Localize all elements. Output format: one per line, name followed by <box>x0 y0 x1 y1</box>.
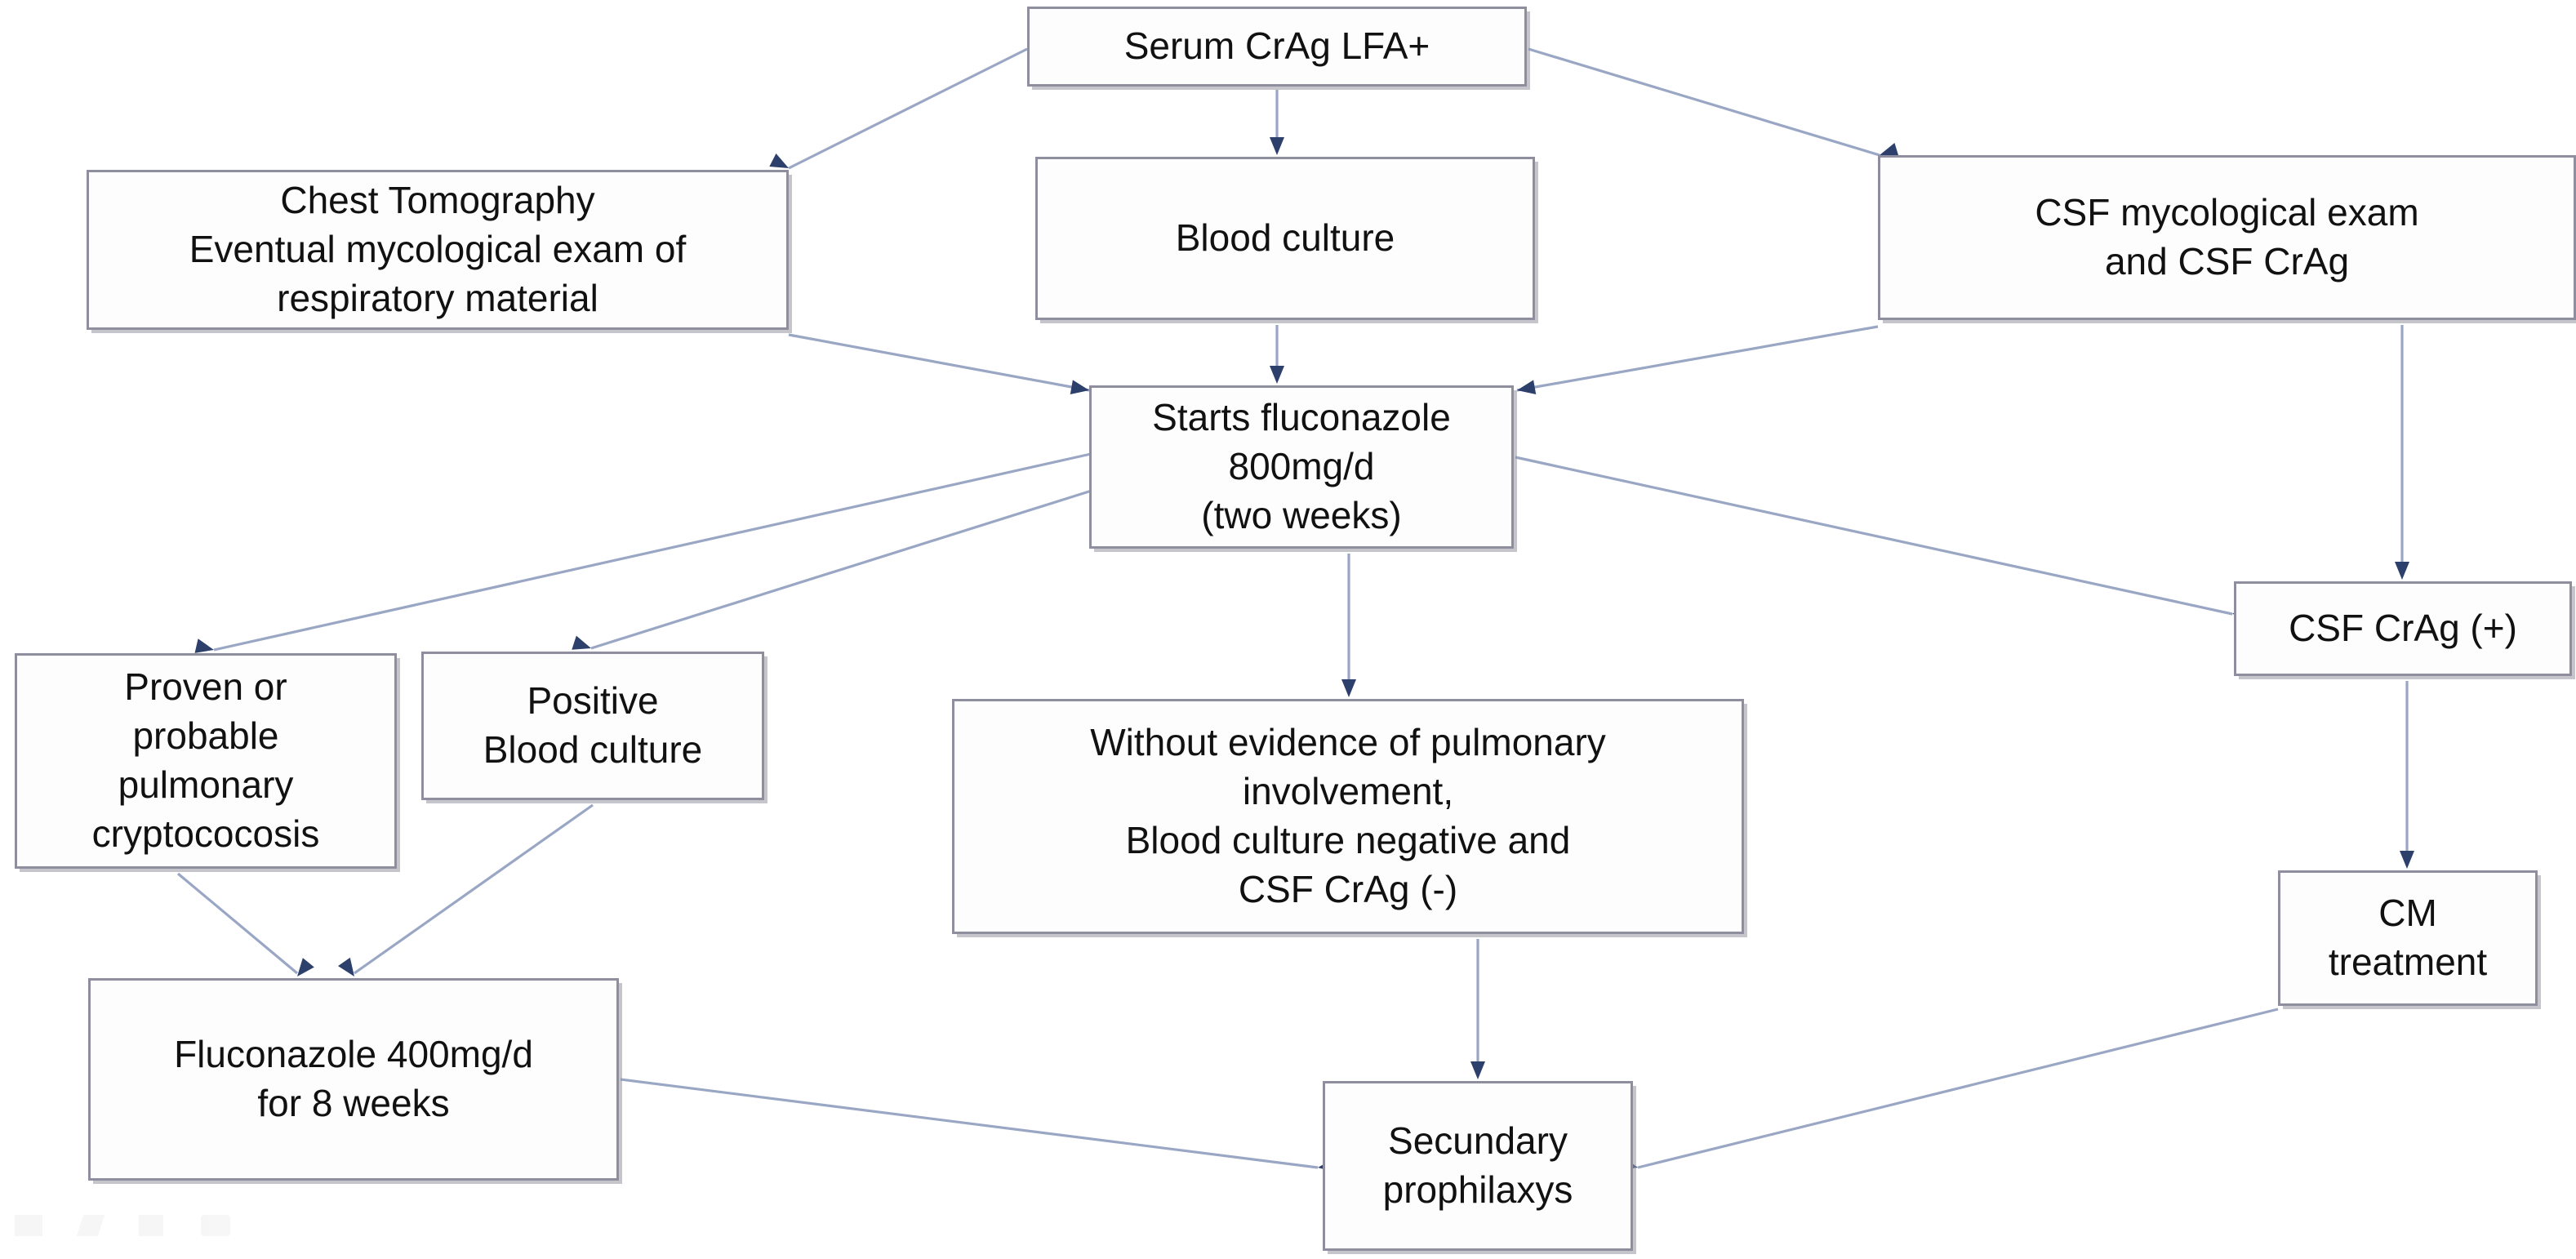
edge-chest-to-fluconazole <box>788 333 1090 395</box>
node-label-line: pulmonary <box>118 763 294 806</box>
edge-path <box>1637 1008 2279 1169</box>
node-label-line: prophilaxys <box>1382 1168 1573 1211</box>
node-csf-mycological-exam-and-csf-crag[interactable]: CSF mycological exam and CSF CrAg <box>1878 155 2576 320</box>
node-label: CSF CrAg (+) <box>2245 604 2561 653</box>
edge-fluconazole-to-positive-bc <box>572 488 1095 650</box>
node-label: CSF mycological exam and CSF CrAg <box>1889 189 2565 287</box>
arrowhead-icon <box>338 957 354 977</box>
watermark-artifacts <box>15 1207 292 1244</box>
arrowhead-icon <box>1341 679 1356 697</box>
edge-csf-exam-to-fluconazole <box>1516 325 1879 395</box>
node-label-line: Serum CrAg LFA+ <box>1123 24 1430 68</box>
node-label-line: (two weeks) <box>1201 493 1402 536</box>
node-label-line: Starts fluconazole <box>1152 396 1451 439</box>
node-label-line: respiratory material <box>277 276 598 319</box>
edge-path <box>620 1078 1319 1169</box>
edge-path <box>788 47 1028 170</box>
node-label-line: Positive <box>527 679 659 723</box>
node-starts-fluconazole-800[interactable]: Starts fluconazole 800mg/d (two weeks) <box>1089 385 1514 549</box>
arrowhead-icon <box>1517 380 1537 395</box>
node-label-line: involvement, <box>1242 770 1454 813</box>
edge-without-evidence-to-prophilaxys <box>1470 939 1485 1079</box>
node-fluconazole-400-for-8-weeks[interactable]: Fluconazole 400mg/d for 8 weeks <box>88 978 619 1181</box>
edge-fluconazole-to-csf-crag-pos <box>1515 456 2252 618</box>
edge-proven-to-fluconazole400 <box>176 872 314 977</box>
arrowhead-icon <box>1270 366 1284 384</box>
node-label-line: Blood culture <box>483 728 703 771</box>
node-label-line: treatment <box>2328 941 2488 983</box>
node-label-line: Proven or <box>124 665 287 709</box>
arrowhead-icon <box>1270 137 1284 155</box>
node-label: Fluconazole 400mg/d for 8 weeks <box>99 1030 608 1128</box>
node-serum-crag-lfa-positive[interactable]: Serum CrAg LFA+ <box>1027 7 1527 87</box>
node-label: Without evidence of pulmonary involvement… <box>963 718 1733 914</box>
node-cm-treatment[interactable]: CM treatment <box>2278 870 2538 1006</box>
edge-serum-to-csf-exam <box>1528 47 1899 158</box>
arrowhead-icon <box>2395 562 2409 580</box>
node-csf-crag-positive[interactable]: CSF CrAg (+) <box>2234 581 2572 676</box>
edge-serum-to-blood-culture <box>1270 90 1284 155</box>
edge-csf-exam-to-csf-crag-pos <box>2395 325 2409 580</box>
node-blood-culture[interactable]: Blood culture <box>1035 157 1535 320</box>
artifact-glyph-3 <box>139 1215 163 1236</box>
node-label-line: Without evidence of pulmonary <box>1090 721 1606 764</box>
node-label-line: CSF mycological exam <box>2035 191 2419 234</box>
edge-fluconazole400-to-prophilaxys <box>620 1078 1337 1173</box>
node-label-line: Eventual mycological exam of <box>189 228 687 271</box>
node-label: CM treatment <box>2289 889 2527 987</box>
edge-path <box>1528 47 1880 157</box>
artifact-glyph-4 <box>201 1215 230 1236</box>
edge-path <box>1516 325 1879 392</box>
edge-path <box>213 452 1092 652</box>
arrowhead-icon <box>1470 1061 1485 1079</box>
node-label-line: 800mg/d <box>1228 445 1375 488</box>
node-label-line: CSF CrAg (-) <box>1238 867 1458 910</box>
edge-blood-culture-to-fluconazole <box>1270 325 1284 384</box>
node-secundary-prophilaxys[interactable]: Secundary prophilaxys <box>1323 1081 1633 1251</box>
edge-serum-to-chest <box>769 47 1028 170</box>
node-label-line: Chest Tomography <box>280 179 595 222</box>
arrowhead-icon <box>2400 851 2414 869</box>
node-label-line: probable <box>132 714 279 758</box>
edge-path <box>590 488 1095 650</box>
node-label: Secundary prophilaxys <box>1333 1117 1622 1215</box>
edge-fluconazole-to-without-evidence <box>1341 554 1356 697</box>
node-proven-or-probable-pulmonary-cryptococosis[interactable]: Proven or probable pulmonary cryptococosis <box>15 653 397 869</box>
node-label: Serum CrAg LFA+ <box>1038 22 1516 71</box>
node-label-line: Secundary <box>1388 1119 1568 1163</box>
node-label-line: Blood culture <box>1175 216 1395 260</box>
node-label-line: for 8 weeks <box>257 1082 450 1124</box>
edge-path <box>788 333 1090 392</box>
node-label: Proven or probable pulmonary cryptococosis <box>25 663 386 858</box>
edge-path <box>176 872 299 975</box>
edge-cm-treatment-to-prophilaxys <box>1618 1008 2279 1171</box>
node-label-line: CM <box>2378 892 2437 935</box>
edge-fluconazole-to-proven <box>194 452 1092 653</box>
node-label: Starts fluconazole 800mg/d (two weeks) <box>1100 394 1503 540</box>
node-label-line: Fluconazole 400mg/d <box>174 1033 533 1076</box>
node-label-line: cryptococosis <box>91 812 320 855</box>
artifact-glyph-1 <box>15 1215 42 1236</box>
edge-csf-crag-pos-to-cm-treatment <box>2400 681 2414 869</box>
node-label-line: Blood culture negative and <box>1125 819 1571 861</box>
artifact-glyph-2 <box>76 1215 105 1236</box>
node-without-evidence-of-pulmonary-involvement[interactable]: Without evidence of pulmonary involvement… <box>952 699 1744 934</box>
node-label-line: CSF CrAg (+) <box>2289 607 2517 650</box>
node-label: Blood culture <box>1046 214 1524 263</box>
edge-path <box>1515 456 2233 616</box>
arrowhead-icon <box>1070 380 1089 395</box>
node-label-line: and CSF CrAg <box>2104 240 2350 282</box>
